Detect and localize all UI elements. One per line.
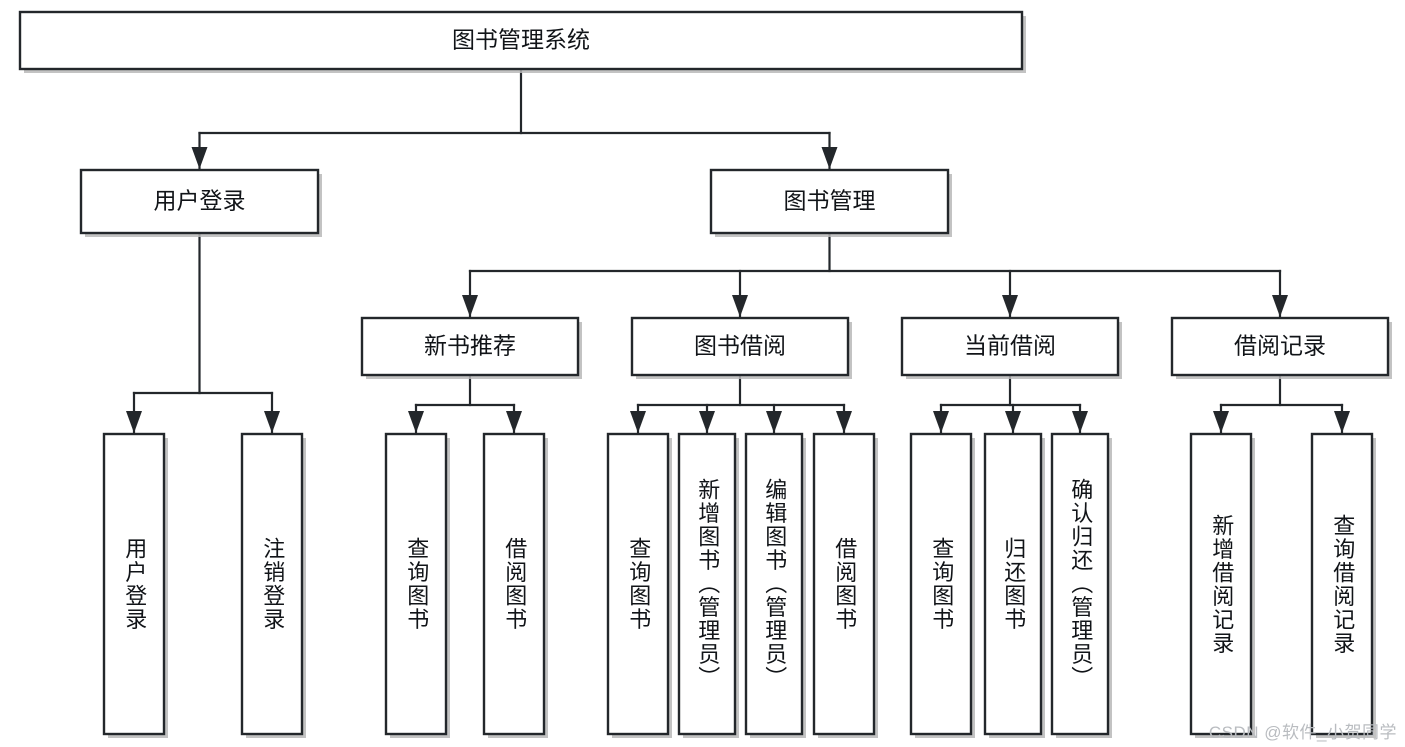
arrow-to-leaf-user-logout [264,411,280,433]
arrow-to-leaf-return-book [1005,411,1021,433]
node-current-borrow-label: 当前借阅 [964,333,1056,359]
node-book-manage[interactable] [709,168,950,235]
arrow-to-leaf-query-book-3 [933,411,949,433]
node-book-manage-label: 图书管理 [784,188,876,214]
arrow-to-book-manage [821,147,838,169]
node-leaf-edit-book[interactable] [744,432,804,736]
node-book-borrow[interactable] [630,316,850,377]
node-leaf-query-book-3[interactable] [909,432,973,736]
arrow-to-leaf-query-book-1 [408,411,424,433]
arrow-to-new-book-rec [462,295,478,317]
arrow-to-leaf-query-book-2 [630,411,646,433]
node-new-book-rec-label: 新书推荐 [424,333,516,359]
arrow-to-leaf-user-login [126,411,142,433]
node-leaf-user-login[interactable] [102,432,166,736]
arrow-to-leaf-query-record [1334,411,1350,433]
node-user-login-label: 用户登录 [154,188,246,214]
node-leaf-user-logout[interactable] [240,432,304,736]
arrow-to-leaf-borrow-book-2 [836,411,852,433]
arrow-to-user-login [191,147,208,169]
node-book-borrow-label: 图书借阅 [694,333,786,359]
node-new-book-rec[interactable] [360,316,580,377]
node-current-borrow[interactable] [900,316,1120,377]
connector-layer [126,67,1350,435]
node-leaf-query-book-2[interactable] [606,432,670,736]
node-borrow-record-label: 借阅记录 [1234,333,1326,359]
arrow-to-current-borrow [1002,295,1018,317]
node-root-title-label: 图书管理系统 [452,27,590,53]
node-leaf-add-book[interactable] [677,432,737,736]
node-borrow-record[interactable] [1170,316,1390,377]
node-leaf-query-record[interactable] [1310,432,1374,736]
arrow-to-borrow-record [1272,295,1288,317]
arrow-to-leaf-borrow-book-1 [506,411,522,433]
arrow-to-leaf-add-record [1213,411,1229,433]
arrow-to-leaf-add-book [699,411,715,433]
node-layer [18,10,1392,738]
csdn-watermark: CSDN @软件_小贺同学 [1208,723,1397,742]
node-leaf-confirm-return[interactable] [1050,432,1110,736]
node-leaf-borrow-book-1[interactable] [482,432,546,736]
node-root-title[interactable] [18,10,1024,71]
node-user-login[interactable] [79,168,320,235]
node-leaf-query-book-1[interactable] [384,432,448,736]
arrow-to-book-borrow [732,295,748,317]
node-leaf-add-record[interactable] [1189,432,1253,736]
arrow-to-leaf-confirm-return [1072,411,1088,433]
node-leaf-borrow-book-2[interactable] [812,432,876,736]
node-leaf-return-book[interactable] [983,432,1043,736]
arrow-to-leaf-edit-book [766,411,782,433]
